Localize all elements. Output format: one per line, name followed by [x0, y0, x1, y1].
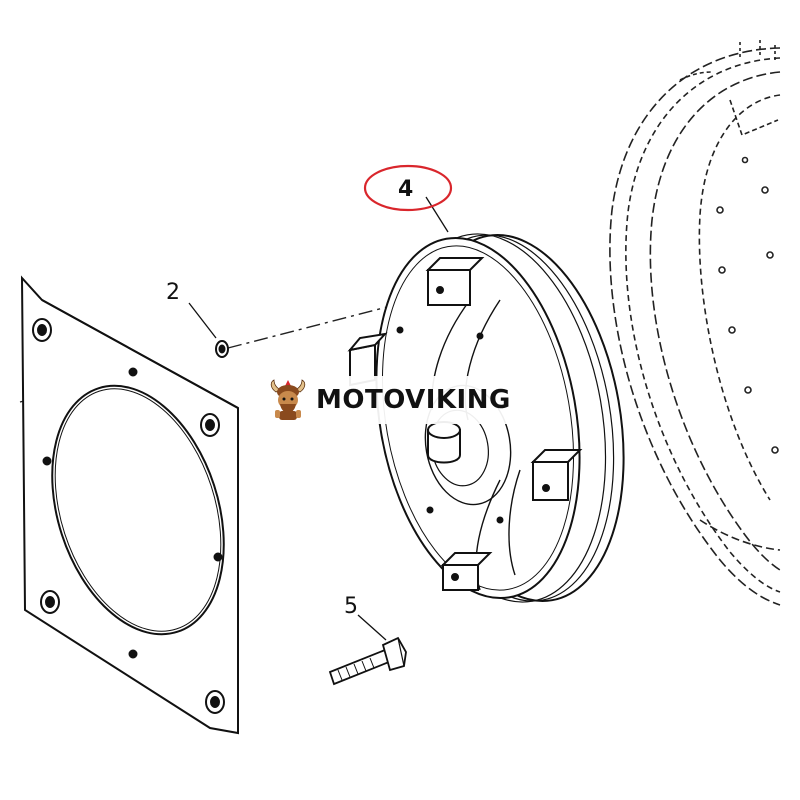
watermark-text: MOTOVIKING — [316, 385, 511, 415]
callout-4-label: 4 — [398, 177, 413, 202]
viking-mascot-icon — [270, 379, 306, 420]
washer-part — [215, 340, 229, 358]
callout-4-highlight-circle — [363, 164, 453, 212]
callout-5-label: 5 — [344, 594, 358, 619]
flywheel-housing — [609, 40, 781, 606]
plate-edge-line — [21, 277, 41, 299]
bolt-part — [328, 636, 407, 686]
callout-2-label: 2 — [166, 280, 180, 305]
watermark-banner: MOTOVIKING — [262, 376, 534, 424]
adapter-plate — [20, 275, 239, 735]
leader-lines — [188, 196, 449, 641]
